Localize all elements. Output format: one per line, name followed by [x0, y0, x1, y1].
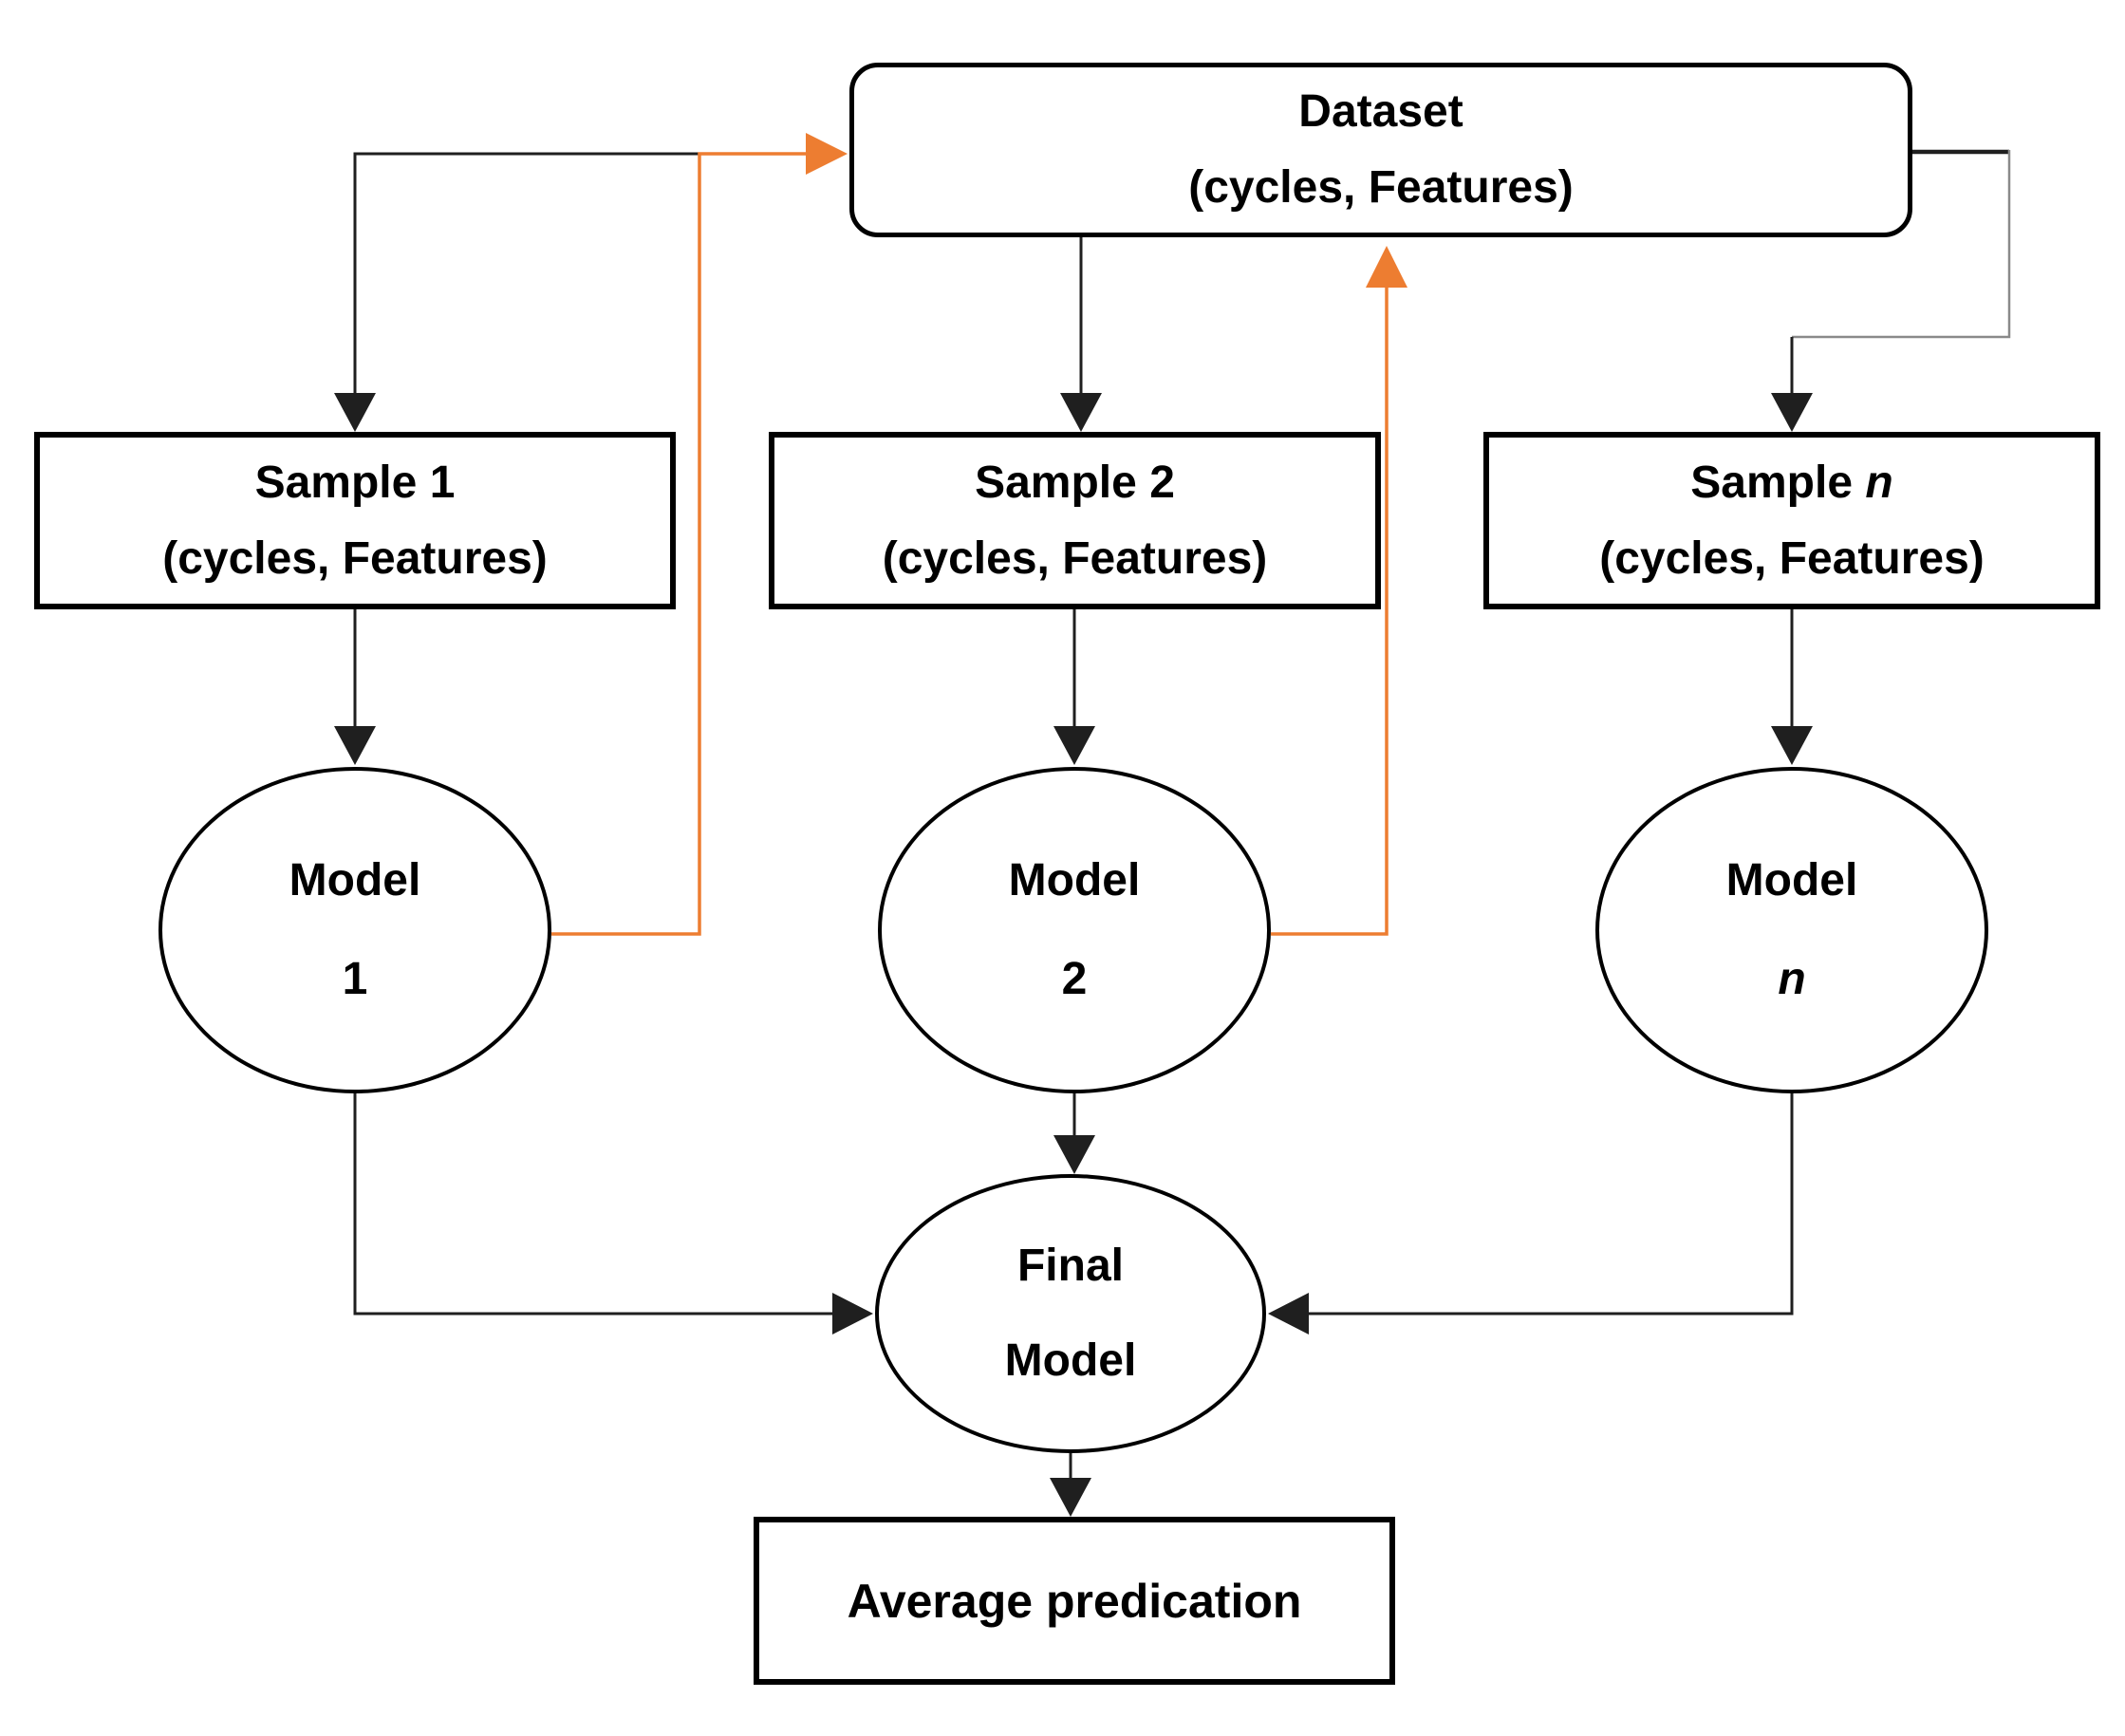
- final-model-node: Final Model: [875, 1174, 1266, 1453]
- model-1-index: 1: [342, 954, 368, 1004]
- model-n-node: Model n: [1595, 767, 1988, 1093]
- final-model-line1: Final: [1016, 1241, 1124, 1291]
- arrow-sample1-to-model1: [334, 609, 376, 765]
- sample-2-node: Sample 2 (cycles, Features): [769, 432, 1381, 609]
- average-predication-node: Average predication: [754, 1517, 1395, 1685]
- sample-1-node: Sample 1 (cycles, Features): [34, 432, 676, 609]
- dataset-subtitle: (cycles, Features): [1188, 162, 1574, 213]
- dataset-node: Dataset (cycles, Features): [849, 63, 1912, 237]
- arrow-sample2-to-model2: [1053, 609, 1095, 765]
- arrow-model1-to-final: [353, 1093, 873, 1335]
- model-1-title: Model: [289, 855, 421, 905]
- arrow-dataset-to-sample2: [1060, 237, 1102, 432]
- sample-2-title: Sample 2: [975, 457, 1175, 508]
- sample-1-subtitle: (cycles, Features): [162, 532, 548, 584]
- arrow-model2-to-final: [1053, 1093, 1095, 1174]
- final-model-line2: Model: [1004, 1335, 1137, 1386]
- arrow-model1-to-dataset-orange: [551, 133, 848, 936]
- model-2-node: Model 2: [878, 767, 1271, 1093]
- model-2-title: Model: [1008, 855, 1141, 905]
- sample-2-subtitle: (cycles, Features): [882, 532, 1268, 584]
- sample-1-title: Sample 1: [254, 457, 456, 508]
- arrow-dataset-to-sample1: [334, 152, 699, 432]
- model-1-node: Model 1: [158, 767, 551, 1093]
- average-predication-label: Average predication: [847, 1574, 1302, 1628]
- sample-n-title: Sample n: [1690, 457, 1893, 508]
- arrow-sample-n-to-model-n: [1771, 609, 1813, 765]
- arrow-model-n-to-final: [1268, 1093, 1794, 1335]
- dataset-title: Dataset: [1298, 86, 1463, 137]
- sample-n-subtitle: (cycles, Features): [1599, 532, 1985, 584]
- model-n-index: n: [1778, 954, 1806, 1004]
- arrow-dataset-to-sample-n: [1771, 149, 2011, 432]
- arrow-final-to-average: [1050, 1453, 1091, 1517]
- model-2-index: 2: [1061, 954, 1088, 1004]
- arrow-model2-to-dataset-orange: [1271, 246, 1407, 936]
- sample-n-node: Sample n (cycles, Features): [1483, 432, 2100, 609]
- model-n-title: Model: [1725, 855, 1858, 905]
